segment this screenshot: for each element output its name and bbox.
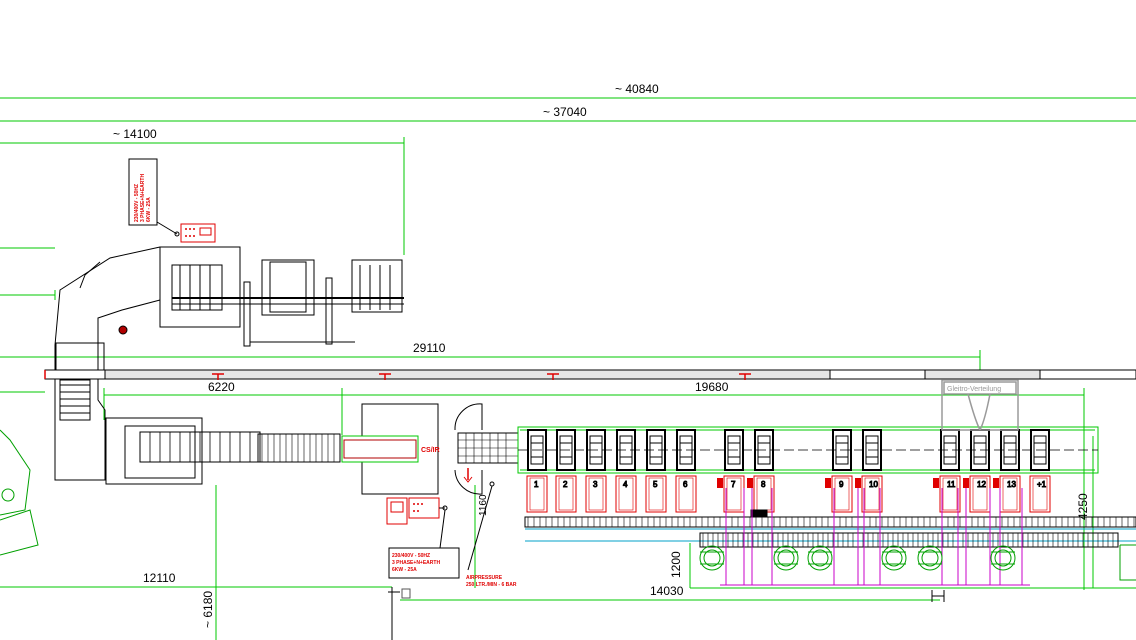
station-12: 12	[963, 429, 991, 513]
station-number: 9	[839, 480, 844, 489]
dim-1200: 1200	[669, 551, 683, 578]
station-cs-ir-label: CS/IR	[421, 447, 440, 454]
power-label-2-line-1: 230/400V - 50HZ	[392, 553, 430, 559]
station-number: 11	[947, 480, 956, 489]
station-number: 7	[731, 480, 736, 489]
station-number: +1	[1037, 480, 1047, 489]
dim-12110: 12110	[143, 571, 176, 585]
wheel-units	[699, 545, 1016, 571]
faded-distributor: Gleitro-Verteilung	[941, 379, 1019, 431]
wheel-unit	[807, 545, 833, 571]
station-number: 12	[977, 480, 986, 489]
station-3: 3	[585, 429, 607, 513]
pneumatic-lines	[720, 488, 1030, 586]
station-7: 7	[717, 429, 745, 513]
dim-19680: 19680	[695, 380, 729, 394]
wheel-unit	[773, 545, 799, 571]
station-number: 2	[563, 480, 568, 489]
power-label-1-line-2: 3 PHASE+N+EARTH	[140, 174, 146, 222]
power-label-2-line-3: 6KW - 25A	[392, 567, 417, 573]
power-label-1-line-1: 230/400V - 50HZ	[134, 184, 140, 222]
dim-14030: 14030	[650, 584, 684, 598]
air-label-line-1: AIRPRESSURE	[466, 575, 503, 581]
station-number: 3	[593, 480, 598, 489]
station-number: 10	[869, 480, 878, 489]
station-number: 1	[534, 480, 539, 489]
dim-6220: 6220	[208, 380, 235, 394]
station-2: 2	[555, 429, 577, 513]
station-13: 13	[993, 429, 1021, 513]
upper-machine	[54, 246, 404, 481]
station-8: 8	[747, 429, 775, 513]
wheel-unit	[881, 545, 907, 571]
electrical-cabinet-2: 230/400V - 50HZ 3 PHASE+N+EARTH 6KW - 25…	[386, 497, 460, 579]
station-14: +1	[1029, 429, 1051, 513]
roller-conveyor	[524, 509, 1136, 548]
dim-1160: 1160	[478, 494, 489, 516]
dim-37040: ~ 37040	[543, 105, 587, 119]
station-1: 1	[526, 429, 548, 513]
power-label-2-line-2: 3 PHASE+N+EARTH	[392, 560, 440, 566]
wheel-unit	[699, 545, 725, 571]
dim-4250: 4250	[1076, 493, 1090, 520]
distributor-label: Gleitro-Verteilung	[947, 386, 1001, 393]
dim-14100: ~ 14100	[113, 127, 157, 141]
station-10: 10	[855, 429, 883, 513]
bottom-markers	[388, 544, 1136, 640]
main-rail	[44, 369, 1136, 380]
wheel-unit	[917, 545, 943, 571]
electrical-cabinet-1: 230/400V - 50HZ 3 PHASE+N+EARTH 6KW - 25…	[128, 158, 216, 243]
air-label-line-2: 250 LTR./MIN - 6 BAR	[466, 582, 517, 588]
station-number: 13	[1007, 480, 1016, 489]
station-number: 5	[653, 480, 658, 489]
dim-40840: ~ 40840	[615, 82, 659, 96]
power-label-1-line-3: 6KW - 25A	[146, 197, 152, 222]
dim-29110: 29110	[413, 341, 446, 355]
dimension-texts: ~ 40840 ~ 37040 ~ 14100 29110 6220 19680…	[113, 82, 1090, 628]
station-4: 4	[615, 429, 637, 513]
air-supply: AIRPRESSURE 250 LTR./MIN - 6 BAR	[463, 468, 517, 588]
station-number: 4	[623, 480, 628, 489]
station-number: 8	[761, 480, 766, 489]
wheel-unit	[990, 545, 1016, 571]
dim-6180: ~ 6180	[201, 591, 215, 628]
station-number: 6	[683, 480, 688, 489]
left-partial-machine	[0, 429, 39, 556]
lower-feeder	[105, 403, 519, 495]
station-9: 9	[825, 429, 853, 513]
station-5: 5	[645, 429, 667, 513]
station-11: 11	[933, 429, 961, 513]
station-6: 6	[675, 429, 697, 513]
